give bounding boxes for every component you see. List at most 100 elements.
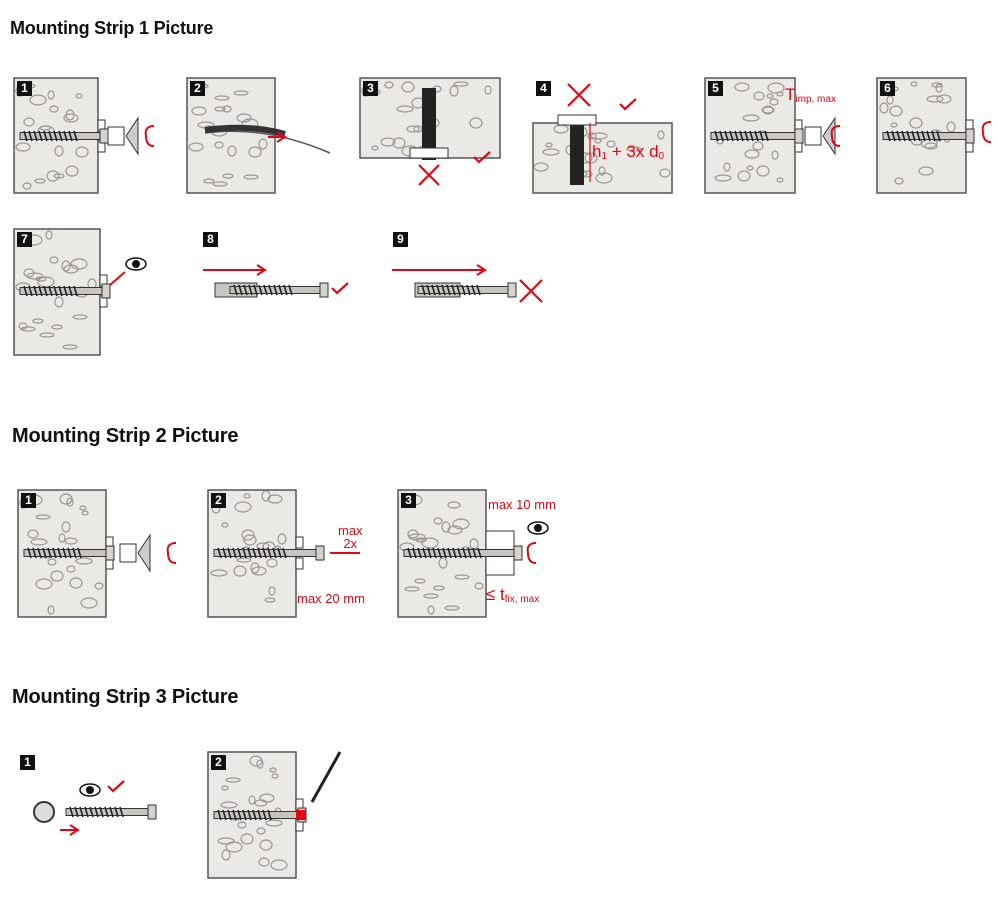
- screw-thread: [446, 284, 451, 296]
- aggregate-stone: [30, 538, 48, 546]
- screw-head: [147, 804, 157, 820]
- aggregate-stone: [910, 81, 918, 87]
- concrete-screw: [403, 545, 523, 561]
- aggregate-stone: [225, 777, 241, 783]
- screw-thread: [33, 285, 38, 297]
- aggregate-stone: [766, 93, 774, 99]
- aggregate-stone: [533, 162, 549, 172]
- step-badge: 9: [393, 232, 408, 247]
- screw-thread: [739, 130, 744, 142]
- screw-thread: [28, 130, 33, 142]
- aggregate-stone: [926, 95, 944, 103]
- aggregate-stone: [62, 344, 78, 350]
- aggregate-stone: [210, 569, 228, 577]
- aggregate-stone: [32, 318, 44, 324]
- screw-thread: [23, 285, 28, 297]
- aggregate-stone: [734, 82, 750, 92]
- screw-thread: [273, 284, 278, 296]
- concrete-rect: [532, 122, 673, 194]
- screw-thread: [247, 547, 252, 559]
- aggregate-stone: [51, 324, 63, 330]
- label-tfix-max: ≤ tfix, max: [486, 585, 540, 605]
- aggregate-stone: [81, 510, 89, 516]
- aggregate-stone: [65, 165, 79, 177]
- screw-thread: [38, 285, 43, 297]
- screw-head: [105, 545, 115, 561]
- washer-icon: [33, 801, 55, 823]
- aggregate-stone: [404, 586, 420, 592]
- aggregate-stone: [606, 140, 616, 148]
- aggregate-stone: [46, 170, 60, 182]
- screw-thread: [759, 130, 764, 142]
- aggregate-stone: [414, 578, 426, 584]
- aggregate-stone: [233, 90, 249, 96]
- borehole: [570, 115, 584, 185]
- aggregate-stone: [75, 146, 89, 158]
- label-max-10mm: max 10 mm: [488, 497, 556, 512]
- aggregate-stone: [222, 173, 234, 179]
- aggregate-stone: [447, 501, 461, 509]
- screw-thread: [764, 130, 769, 142]
- aggregate-stone: [626, 146, 642, 152]
- aggregate-stone: [267, 494, 283, 504]
- aggregate-stone: [54, 296, 64, 308]
- screw-thread: [58, 285, 63, 297]
- aggregate-stone: [191, 106, 207, 116]
- screw-thread: [456, 284, 461, 296]
- screw-thread: [936, 130, 941, 142]
- aggregate-stone: [94, 582, 104, 590]
- aggregate-stone: [256, 759, 264, 769]
- screw-thread: [282, 547, 287, 559]
- concrete-screw: [65, 804, 157, 820]
- screw-thread: [729, 130, 734, 142]
- screw-thread: [28, 285, 33, 297]
- screw-thread: [277, 547, 282, 559]
- screw-thread: [452, 547, 457, 559]
- screw-thread: [114, 806, 119, 818]
- aggregate-stone: [47, 90, 55, 100]
- screw-thread: [257, 809, 262, 821]
- screw-thread: [412, 547, 417, 559]
- screw-thread: [84, 806, 89, 818]
- aggregate-stone: [39, 125, 51, 131]
- screw-thread: [421, 284, 426, 296]
- step-badge: 4: [536, 81, 551, 96]
- aggregate-stone: [742, 114, 760, 122]
- aggregate-stone: [69, 577, 83, 589]
- aggregate-stone: [214, 106, 226, 112]
- eye-pupil: [86, 786, 94, 794]
- aggregate-stone: [225, 841, 243, 853]
- screw-thread: [119, 806, 124, 818]
- screw-thread: [471, 284, 476, 296]
- screw-head: [513, 545, 523, 561]
- screw-thread: [32, 547, 37, 559]
- aggregate-stone: [771, 150, 779, 160]
- screw-thread: [238, 284, 243, 296]
- screw-thread: [43, 285, 48, 297]
- screw-thread: [447, 547, 452, 559]
- aggregate-stone: [63, 264, 79, 274]
- screw-head: [319, 282, 329, 298]
- screw-thread: [466, 284, 471, 296]
- aggregate-stone: [18, 322, 28, 330]
- aggregate-stone: [433, 517, 443, 525]
- step-badge: 3: [401, 493, 416, 508]
- aggregate-stone: [438, 557, 448, 569]
- aggregate-stone: [61, 260, 71, 272]
- screw-thread: [233, 284, 238, 296]
- cross-icon: [418, 164, 440, 186]
- aggregate-stone: [65, 109, 75, 121]
- impact-socket: [107, 126, 125, 146]
- screw-head: [965, 128, 975, 144]
- aggregate-stone: [45, 230, 53, 240]
- aggregate-stone: [222, 105, 232, 113]
- aggregate-stone: [371, 145, 379, 151]
- marker-pen: [310, 751, 342, 803]
- aggregate-stone: [590, 132, 608, 140]
- screw-thread: [62, 547, 67, 559]
- step-badge: 2: [190, 81, 205, 96]
- aggregate-stone: [452, 518, 470, 530]
- concrete-screw: [710, 128, 804, 144]
- screw-head: [507, 282, 517, 298]
- concrete-screw: [19, 283, 111, 299]
